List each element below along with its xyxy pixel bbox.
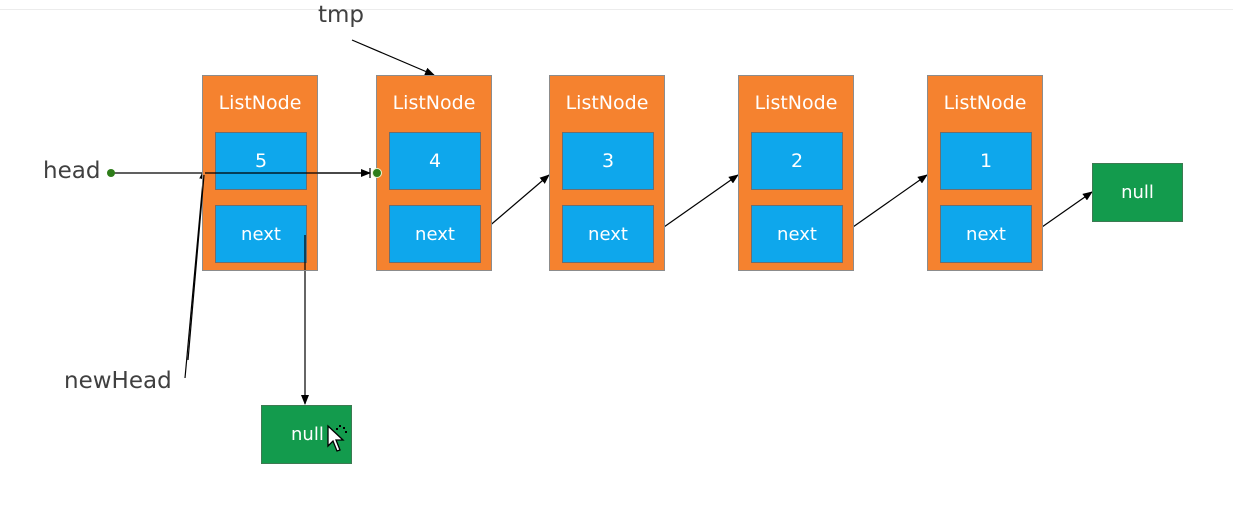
mouse-pointer-icon (327, 424, 347, 452)
node-title: ListNode (392, 92, 476, 114)
node-value: 1 (940, 132, 1032, 190)
top-divider (0, 9, 1233, 10)
node-value: 4 (389, 132, 481, 190)
list-node-1: ListNode 1 next (927, 75, 1043, 271)
node-next: next (940, 205, 1032, 263)
node-next: next (389, 205, 481, 263)
head-label: head (43, 158, 101, 184)
tmp-label: tmp (318, 2, 365, 28)
head-dot (107, 169, 115, 177)
list-node-4: ListNode 4 next (376, 75, 492, 271)
node-title: ListNode (218, 92, 302, 114)
node-next: next (751, 205, 843, 263)
node2-next-arrow (842, 174, 928, 235)
new-head-label: newHead (64, 368, 172, 394)
list-node-5: ListNode 5 next (202, 75, 318, 271)
tmp-arrow (351, 39, 435, 76)
null-box-tail: null (1092, 163, 1183, 222)
node-value: 3 (562, 132, 654, 190)
node-title: ListNode (754, 92, 838, 114)
node-next: next (562, 205, 654, 263)
node-value: 5 (215, 132, 307, 190)
list-node-3: ListNode 3 next (549, 75, 665, 271)
node-title: ListNode (943, 92, 1027, 114)
list-node-2: ListNode 2 next (738, 75, 854, 271)
node-next: next (215, 205, 307, 263)
node3-next-arrow (653, 174, 739, 235)
node-value: 2 (751, 132, 843, 190)
node-title: ListNode (565, 92, 649, 114)
